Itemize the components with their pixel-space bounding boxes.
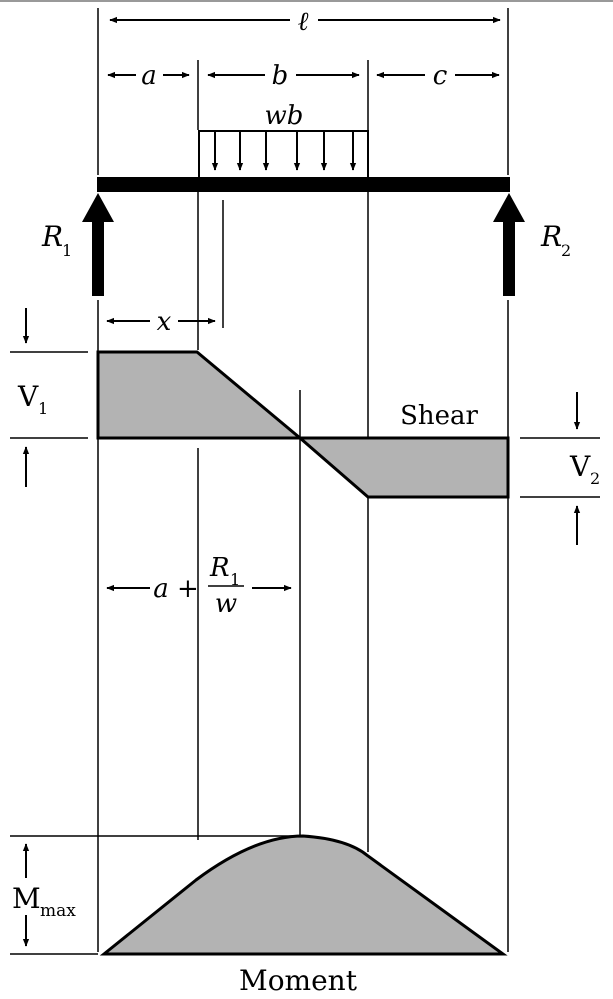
length-label: ℓ xyxy=(298,7,309,37)
v1-sub: 1 xyxy=(38,399,48,418)
dist-prefix-label: a + xyxy=(153,574,199,604)
dist-den-label: w xyxy=(215,589,237,619)
v2-sub: 2 xyxy=(590,469,600,488)
dist-num-sub: 1 xyxy=(230,570,240,589)
b-label: b xyxy=(272,61,289,91)
mmax-sub: max xyxy=(40,901,76,921)
v2-label: V xyxy=(569,450,591,483)
c-label: c xyxy=(433,61,448,91)
dimension-arrows xyxy=(22,16,581,947)
mmax-label: M xyxy=(12,882,41,915)
reaction-right-label: R xyxy=(540,220,562,253)
reaction-left-sub: 1 xyxy=(62,241,72,260)
a-label: a xyxy=(141,61,157,91)
load-arrows xyxy=(211,132,357,171)
reaction-left-label: R xyxy=(41,220,63,253)
moment-area xyxy=(99,834,508,956)
load-label: wb xyxy=(265,101,304,131)
moment-label: Moment xyxy=(239,964,358,997)
shear-label: Shear xyxy=(400,401,478,431)
beam xyxy=(97,177,510,192)
shear-positive-area xyxy=(96,350,305,440)
x-label: x xyxy=(157,307,172,337)
reaction-right-sub: 2 xyxy=(561,241,571,260)
shear-negative-area xyxy=(295,436,510,499)
reaction-left-arrow xyxy=(82,193,114,296)
labels: ℓ a b c wb R 1 R 2 x V 1 V 2 Shear a + R… xyxy=(12,7,600,997)
load-box xyxy=(198,130,369,179)
v1-label: V xyxy=(17,380,39,413)
reaction-right-arrow xyxy=(493,193,525,296)
dist-num-label: R xyxy=(209,553,230,583)
